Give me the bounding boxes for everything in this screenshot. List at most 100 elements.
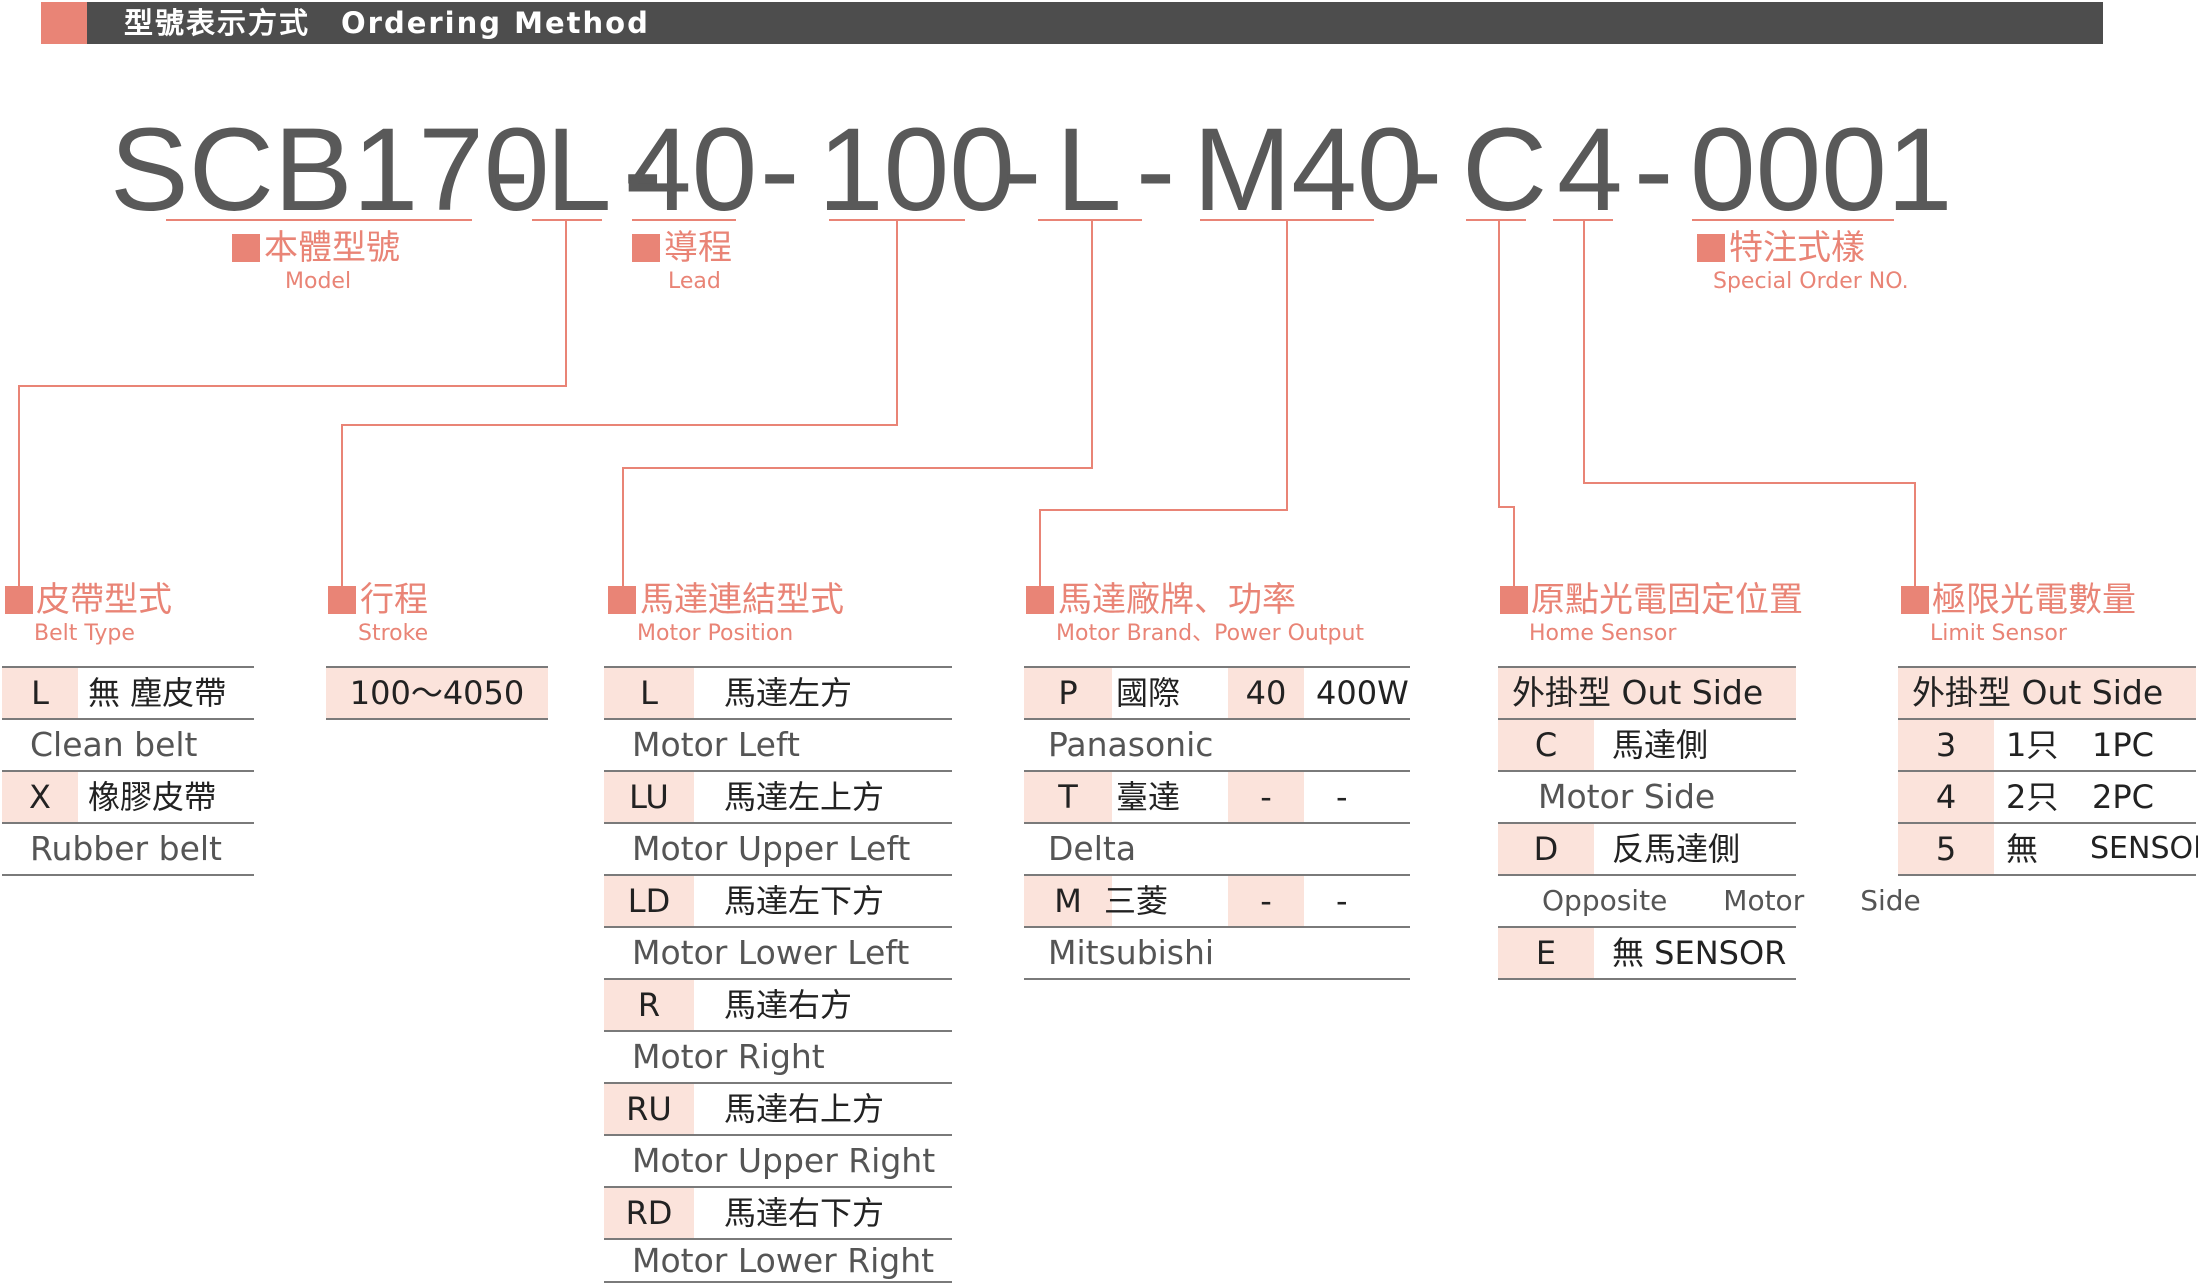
- limit-cn: 1只: [2006, 726, 2059, 764]
- motor-pos-code: RU: [604, 1084, 694, 1134]
- model-code-limit: 4: [1557, 104, 1623, 236]
- model-code-dash: -: [490, 104, 530, 236]
- underline-motor-pos: [1038, 219, 1142, 221]
- table-rule: [326, 666, 548, 668]
- connector-limit: [1583, 220, 1916, 590]
- table-rule: [2, 718, 254, 720]
- label-marker: [1026, 586, 1054, 614]
- model-code-stroke: 100: [818, 104, 1015, 236]
- model-code-model: SCB170: [110, 104, 550, 236]
- table-rule: [604, 822, 952, 824]
- brand-code: M: [1024, 876, 1112, 926]
- label-marker: [232, 234, 260, 262]
- motor-pos-code: LU: [604, 772, 694, 822]
- table-rule: [1024, 666, 1410, 668]
- label-home-cn: 原點光電固定位置: [1531, 580, 1803, 620]
- motor-pos-en: Motor Upper Left: [632, 829, 911, 868]
- label-lead-cn: 導程: [664, 228, 732, 268]
- motor-pos-en: Motor Upper Right: [632, 1141, 936, 1180]
- brand-en: Delta: [1048, 829, 1137, 868]
- label-marker: [1500, 586, 1528, 614]
- table-rule: [1024, 874, 1410, 876]
- table-rule: [1498, 822, 1796, 824]
- underline-special: [1692, 219, 1894, 221]
- underline-lead: [632, 219, 736, 221]
- limit-code: 5: [1898, 824, 1994, 874]
- table-rule: [1498, 718, 1796, 720]
- limit-cn: 無: [2006, 830, 2039, 868]
- table-rule: [604, 1281, 952, 1283]
- label-limit-en: Limit Sensor: [1930, 621, 2067, 646]
- connector-motor-pos: [622, 220, 1093, 590]
- label-marker: [1697, 234, 1725, 262]
- table-rule: [1498, 874, 1796, 876]
- brand-code: P: [1024, 668, 1112, 718]
- motor-pos-code: R: [604, 980, 694, 1030]
- header-bar: [87, 2, 2103, 44]
- header-accent: [41, 2, 87, 44]
- home-cn: 馬達側: [1612, 726, 1709, 764]
- motor-pos-en: Motor Right: [632, 1037, 825, 1076]
- page-title: 型號表示方式 Ordering Method: [124, 6, 650, 40]
- belt-code: X: [2, 772, 78, 822]
- motor-pos-code: LD: [604, 876, 694, 926]
- table-rule: [2, 770, 254, 772]
- table-rule: [1024, 978, 1410, 980]
- table-rule: [604, 1030, 952, 1032]
- label-marker: [328, 586, 356, 614]
- model-code-lead: 40: [626, 104, 758, 236]
- underline-belt: [532, 219, 602, 221]
- table-rule: [604, 978, 952, 980]
- power-code: 40: [1228, 668, 1304, 718]
- table-rule: [1498, 770, 1796, 772]
- underline-stroke: [829, 219, 965, 221]
- label-model-en: Model: [285, 269, 352, 294]
- table-rule: [1898, 822, 2196, 824]
- model-code-dash: -: [1002, 104, 1042, 236]
- label-motor-pos-en: Motor Position: [637, 621, 794, 646]
- label-lead-en: Lead: [668, 269, 721, 294]
- home-code: C: [1498, 720, 1594, 770]
- table-rule: [1024, 770, 1410, 772]
- label-special-cn: 特注式樣: [1729, 228, 1865, 268]
- limit-cn: 2只: [2006, 778, 2059, 816]
- table-rule: [604, 718, 952, 720]
- label-motor-brand-cn: 馬達廠牌、功率: [1058, 580, 1296, 620]
- table-rule: [326, 718, 548, 720]
- motor-pos-code: RD: [604, 1188, 694, 1238]
- motor-pos-cn: 馬達左下方: [724, 882, 885, 920]
- table-rule: [2, 822, 254, 824]
- label-stroke-cn: 行程: [360, 580, 428, 620]
- connector-home: [1498, 220, 1515, 590]
- label-stroke-en: Stroke: [358, 621, 429, 646]
- label-marker: [608, 586, 636, 614]
- brand-en: Mitsubishi: [1048, 933, 1215, 972]
- model-code-belt: L: [546, 104, 612, 236]
- home-en: Motor Side: [1538, 777, 1716, 816]
- underline-motor-brand: [1200, 219, 1374, 221]
- label-model-cn: 本體型號: [264, 228, 400, 268]
- table-rule: [604, 1186, 952, 1188]
- stroke-value: 100～4050: [326, 668, 548, 718]
- model-code-motor-brand: M40: [1193, 104, 1423, 236]
- underline-home: [1466, 219, 1526, 221]
- table-rule: [1024, 926, 1410, 928]
- limit-code: 3: [1898, 720, 1994, 770]
- table-rule: [1898, 718, 2196, 720]
- brand-code: T: [1024, 772, 1112, 822]
- motor-pos-code: L: [604, 668, 694, 718]
- home-code: D: [1498, 824, 1594, 874]
- table-rule: [604, 1134, 952, 1136]
- model-code-motor-pos: L: [1056, 104, 1122, 236]
- table-rule: [1024, 718, 1410, 720]
- connector-stroke: [341, 220, 898, 590]
- table-rule: [1498, 978, 1796, 980]
- motor-pos-cn: 馬達右上方: [724, 1090, 885, 1128]
- underline-model: [166, 219, 472, 221]
- table-rule: [604, 874, 952, 876]
- motor-pos-cn: 馬達左上方: [724, 778, 885, 816]
- belt-name-en: Rubber belt: [30, 829, 222, 868]
- table-rule: [604, 926, 952, 928]
- power-code: -: [1228, 876, 1304, 926]
- motor-pos-cn: 馬達右下方: [724, 1194, 885, 1232]
